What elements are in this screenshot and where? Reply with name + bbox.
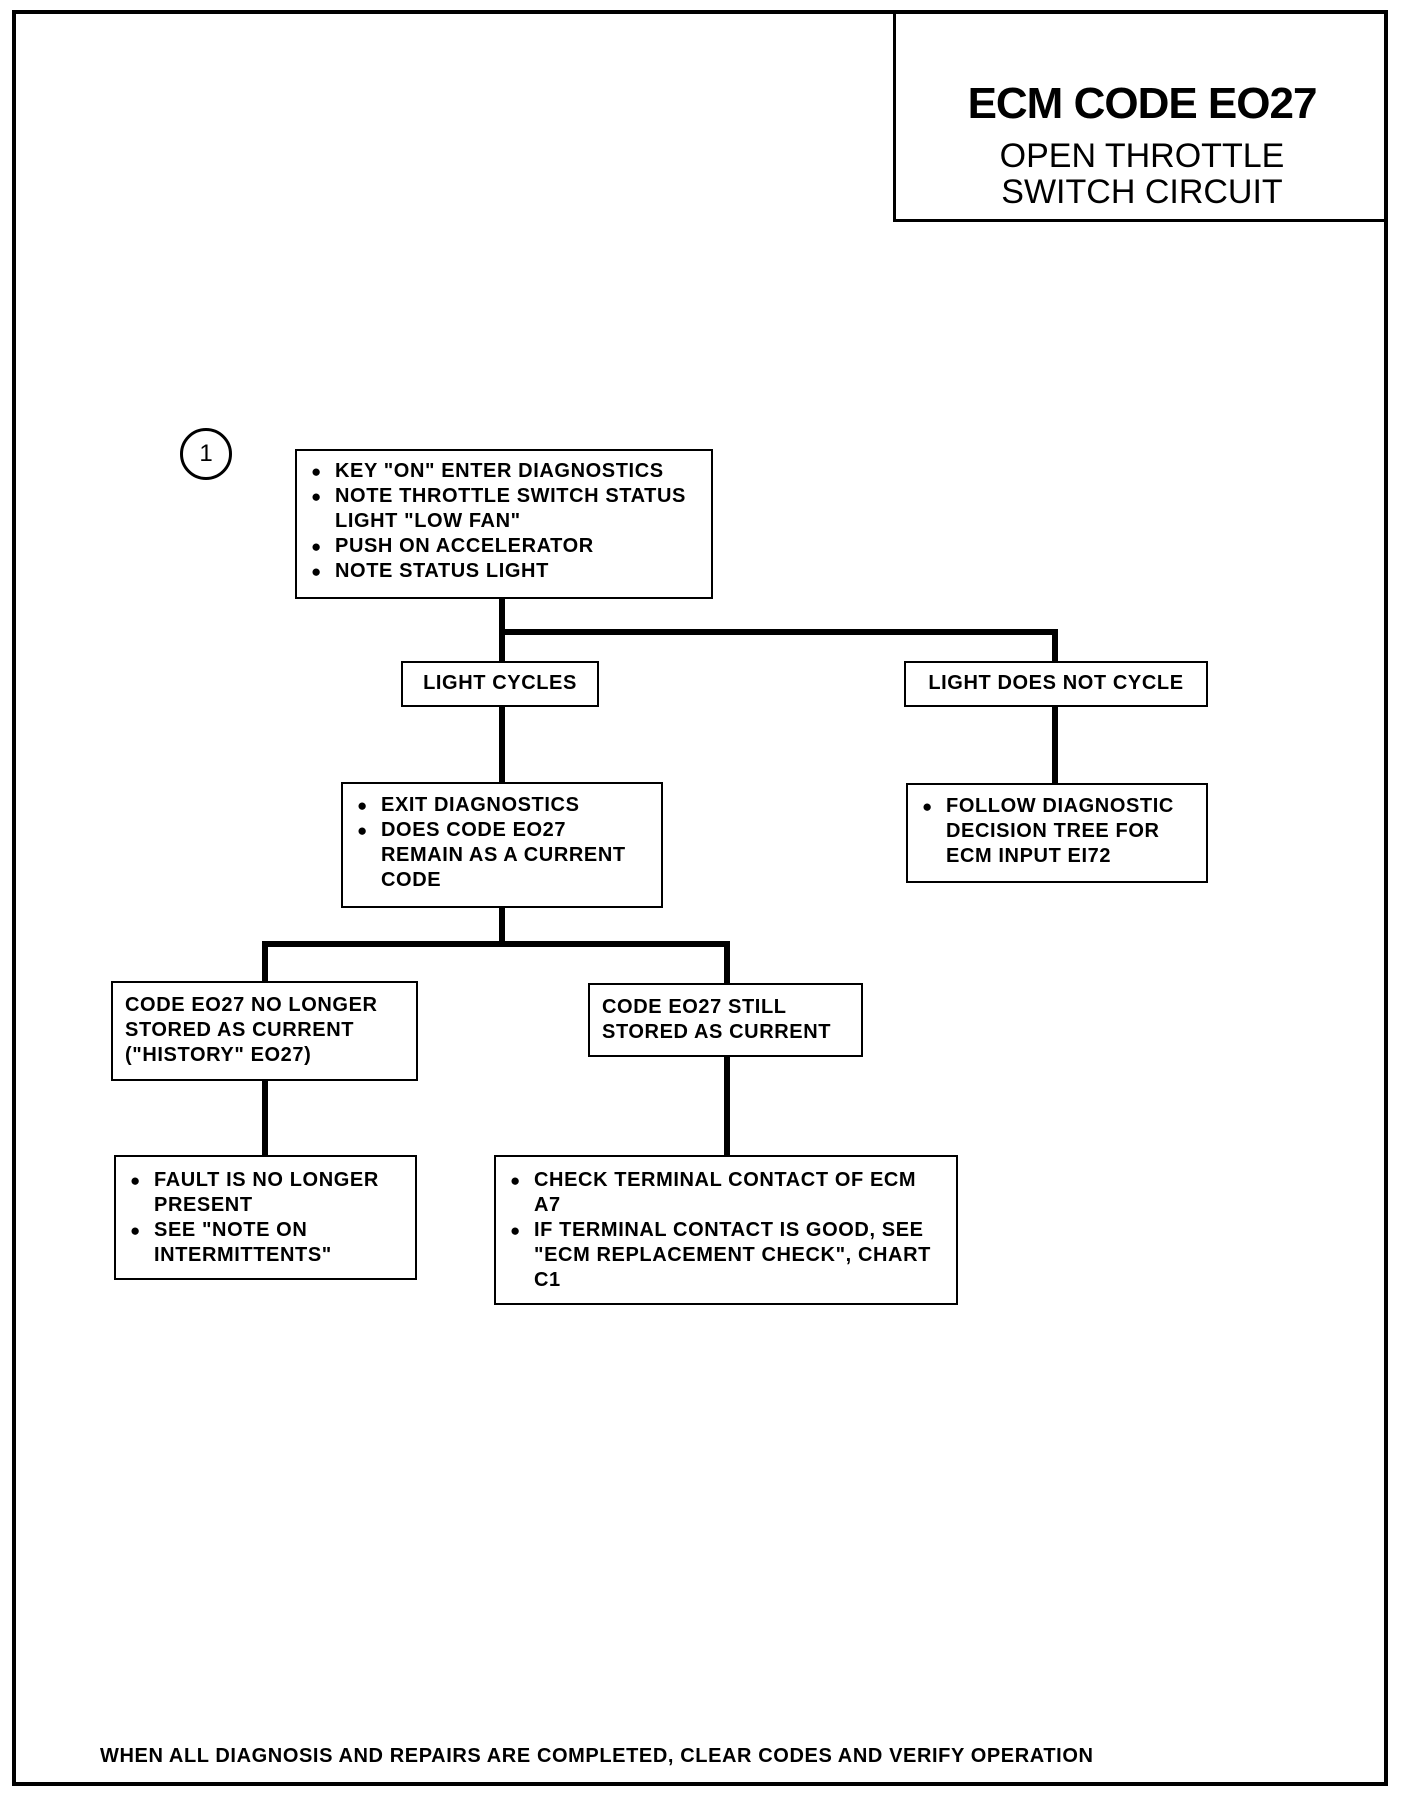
page-border xyxy=(12,10,1388,1786)
list-item: NOTE STATUS LIGHT xyxy=(309,559,699,584)
follow-decision-tree-list: FOLLOW DIAGNOSTIC DECISION TREE FOR ECM … xyxy=(920,794,1194,869)
exit-diagnostics-list: EXIT DIAGNOSTICS DOES CODE EO27 REMAIN A… xyxy=(355,793,649,893)
list-item: FAULT IS NO LONGER PRESENT xyxy=(128,1168,403,1218)
list-item: PUSH ON ACCELERATOR xyxy=(309,534,699,559)
start-step-box: KEY "ON" ENTER DIAGNOSTICS NOTE THROTTLE… xyxy=(295,449,713,599)
footer-instruction: WHEN ALL DIAGNOSIS AND REPAIRS ARE COMPL… xyxy=(100,1745,1094,1767)
list-item: KEY "ON" ENTER DIAGNOSTICS xyxy=(309,459,699,484)
code-still-current-box: CODE EO27 STILL STORED AS CURRENT xyxy=(588,983,863,1057)
list-item: FOLLOW DIAGNOSTIC DECISION TREE FOR ECM … xyxy=(920,794,1194,869)
title-block: ECM CODE EO27 OPEN THROTTLE SWITCH CIRCU… xyxy=(893,10,1388,222)
chart-subtitle: OPEN THROTTLE SWITCH CIRCUIT xyxy=(896,138,1388,210)
light-does-not-cycle-box: LIGHT DOES NOT CYCLE xyxy=(904,661,1208,707)
start-step-list: KEY "ON" ENTER DIAGNOSTICS NOTE THROTTLE… xyxy=(309,459,699,584)
light-cycles-box: LIGHT CYCLES xyxy=(401,661,599,707)
fault-no-longer-present-box: FAULT IS NO LONGER PRESENT SEE "NOTE ON … xyxy=(114,1155,417,1280)
chart-title: ECM CODE EO27 xyxy=(967,79,1318,128)
list-item: NOTE THROTTLE SWITCH STATUS LIGHT "LOW F… xyxy=(309,484,699,534)
list-item: IF TERMINAL CONTACT IS GOOD, SEE "ECM RE… xyxy=(508,1218,944,1293)
fault-no-longer-present-list: FAULT IS NO LONGER PRESENT SEE "NOTE ON … xyxy=(128,1168,403,1268)
list-item: SEE "NOTE ON INTERMITTENTS" xyxy=(128,1218,403,1268)
list-item: CHECK TERMINAL CONTACT OF ECM A7 xyxy=(508,1168,944,1218)
subtitle-line-2: SWITCH CIRCUIT xyxy=(1001,173,1283,211)
step-number-badge: 1 xyxy=(180,428,232,480)
check-terminal-contact-list: CHECK TERMINAL CONTACT OF ECM A7 IF TERM… xyxy=(508,1168,944,1293)
code-no-longer-current-box: CODE EO27 NO LONGER STORED AS CURRENT ("… xyxy=(111,981,418,1081)
subtitle-line-1: OPEN THROTTLE xyxy=(999,137,1285,175)
list-item: EXIT DIAGNOSTICS xyxy=(355,793,649,818)
list-item: DOES CODE EO27 REMAIN AS A CURRENT CODE xyxy=(355,818,649,893)
exit-diagnostics-box: EXIT DIAGNOSTICS DOES CODE EO27 REMAIN A… xyxy=(341,782,663,908)
check-terminal-contact-box: CHECK TERMINAL CONTACT OF ECM A7 IF TERM… xyxy=(494,1155,958,1305)
follow-decision-tree-box: FOLLOW DIAGNOSTIC DECISION TREE FOR ECM … xyxy=(906,783,1208,883)
